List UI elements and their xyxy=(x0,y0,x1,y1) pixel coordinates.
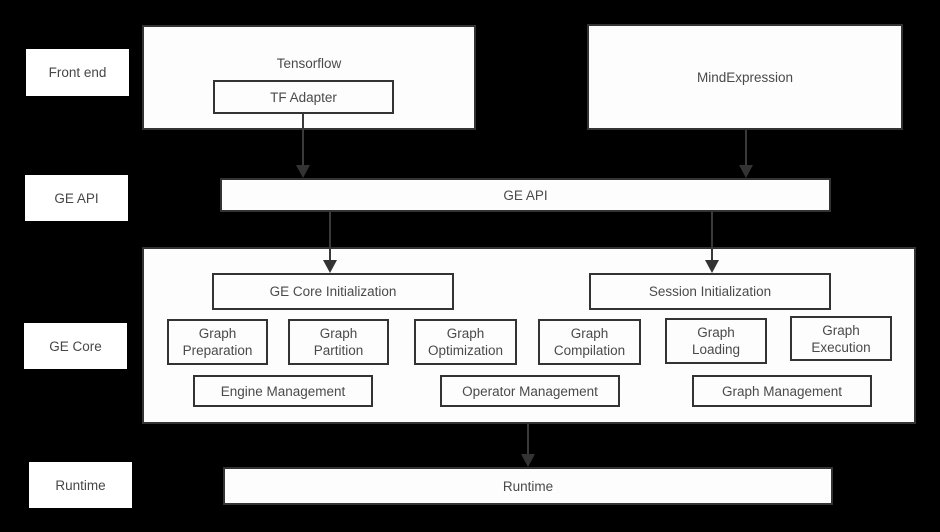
arrow-mindexpression-to-geapi xyxy=(739,130,753,178)
mindexpression-box: MindExpression xyxy=(587,24,903,130)
row-label-front-end: Front end xyxy=(26,49,129,96)
arrow-gecore-to-runtime xyxy=(521,424,535,467)
management-box-operator: Operator Management xyxy=(440,375,620,407)
tf-adapter-box: TF Adapter xyxy=(213,80,394,114)
row-label-runtime: Runtime xyxy=(29,462,132,508)
arrow-tfadapter-to-geapi xyxy=(296,114,310,178)
runtime-bar: Runtime xyxy=(223,467,833,505)
management-box-engine: Engine Management xyxy=(193,375,373,407)
stage-box-graph-partition: Graph Partition xyxy=(288,319,389,365)
ge-api-bar: GE API xyxy=(220,178,831,212)
ge-core-initialization-box: GE Core Initialization xyxy=(212,273,454,310)
stage-box-graph-execution: Graph Execution xyxy=(790,316,892,361)
row-label-ge-core: GE Core xyxy=(24,323,127,369)
stage-box-graph-compilation: Graph Compilation xyxy=(538,319,641,365)
session-initialization-box: Session Initialization xyxy=(589,273,831,310)
row-label-ge-api: GE API xyxy=(25,175,128,221)
arrow-geapi-to-session-init xyxy=(705,212,719,273)
stage-box-graph-preparation: Graph Preparation xyxy=(167,319,268,365)
stage-box-graph-optimization: Graph Optimization xyxy=(414,319,517,365)
management-box-graph: Graph Management xyxy=(692,375,872,407)
tensorflow-title: Tensorflow xyxy=(276,56,342,71)
arrow-geapi-to-gecore-init xyxy=(323,212,337,273)
stage-box-graph-loading: Graph Loading xyxy=(665,318,767,364)
